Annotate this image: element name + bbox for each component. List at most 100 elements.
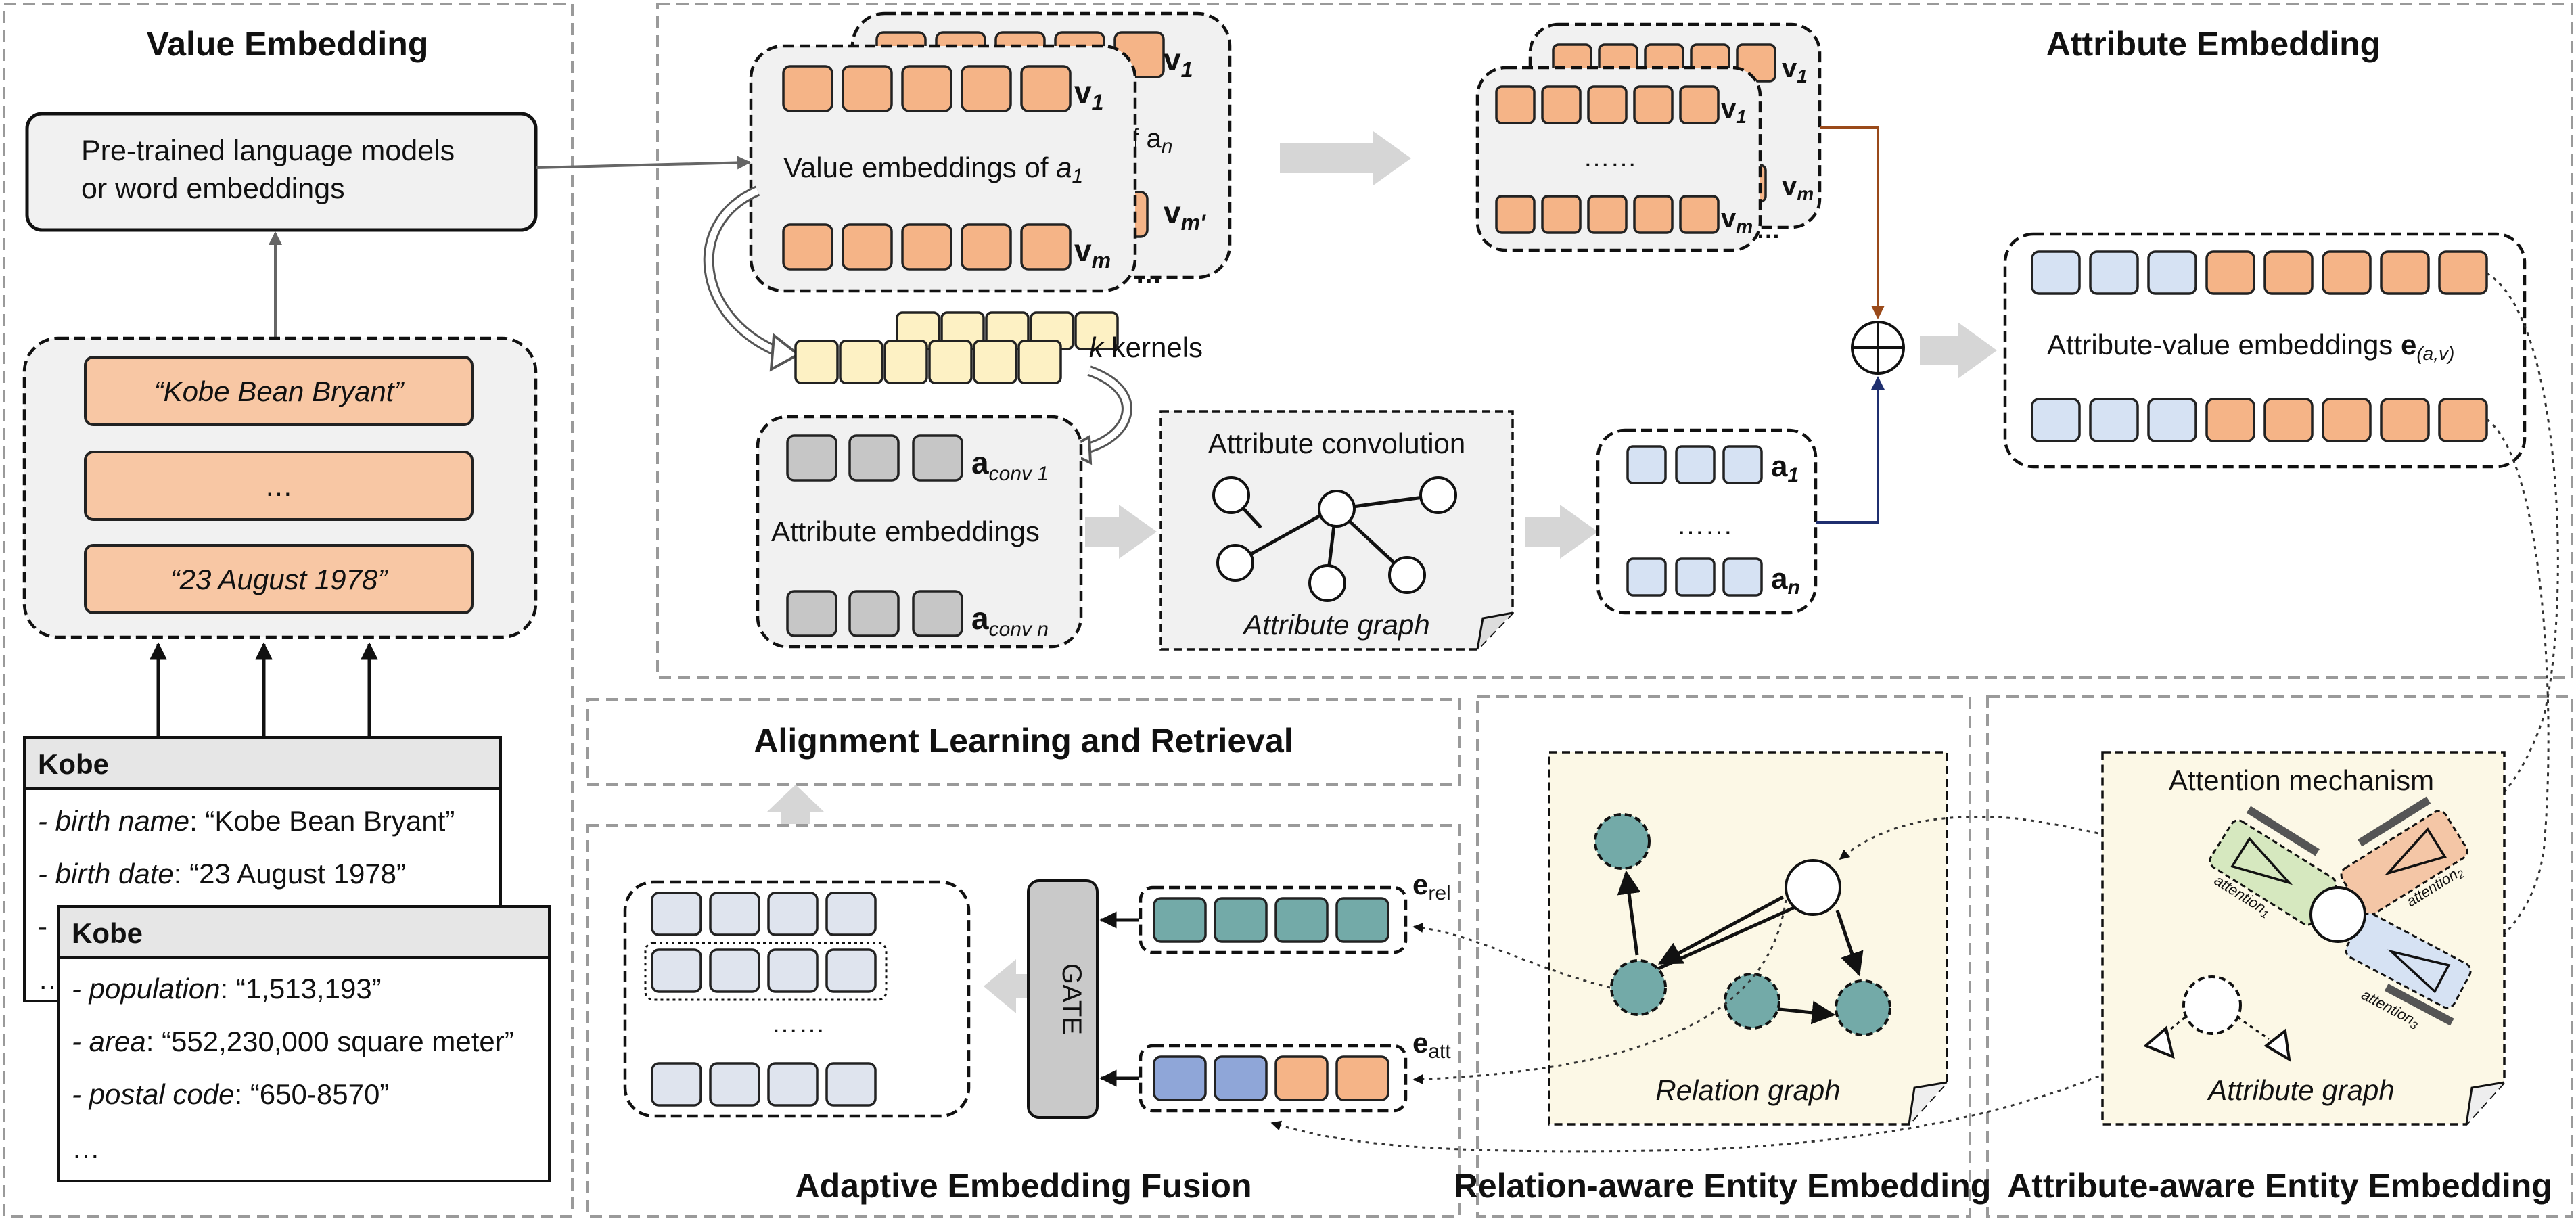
a-dots: …… <box>1676 509 1733 540</box>
stack-back-vm: vm <box>1782 171 1814 204</box>
eatt-label: eatt <box>1412 1027 1451 1063</box>
stack-front-vm: vm <box>1721 204 1753 237</box>
entity-card-2: Kobe - population: “1,513,193” - area: “… <box>57 905 551 1182</box>
value-emb-a1-row-1 <box>782 65 1072 112</box>
alignment-panel <box>586 698 1461 786</box>
fat-arrow-fusion-to-alignment <box>767 785 824 824</box>
attention-center-node <box>2309 886 2366 943</box>
sum-operator <box>1851 321 1905 375</box>
value-string-1: “Kobe Bean Bryant” <box>154 375 405 407</box>
attention-graph-box <box>2101 751 2506 1126</box>
fat-arrow-attr-to-conv <box>1085 505 1157 559</box>
value-string-2: … <box>264 470 293 502</box>
fused-row-1 <box>651 892 877 936</box>
stack-front-row-1 <box>1495 85 1720 124</box>
kernels-label: k kernels <box>1089 331 1203 363</box>
relation-to-eatt-dotted <box>1412 899 1787 1084</box>
attention-to-eatt-dotted <box>1270 946 2314 1153</box>
erel-squares <box>1153 897 1389 943</box>
value-string-bar-2 <box>84 451 474 521</box>
fused-row-3 <box>651 1062 877 1107</box>
relation-graph <box>1594 813 1891 1036</box>
a1-squares <box>1626 445 1763 484</box>
a1-label: a1 <box>1771 450 1799 486</box>
value-emb-an-ellipsis: … <box>1135 259 1162 289</box>
aconvn-squares <box>786 590 963 637</box>
relation-entity-title: Relation-aware Entity Embedding <box>1454 1167 1992 1205</box>
av-row-1 <box>2031 250 2488 295</box>
value-emb-a1-label: Value embeddings of a1 <box>783 152 1083 187</box>
alignment-title: Alignment Learning and Retrieval <box>754 722 1293 760</box>
aconv1-label: aconv 1 <box>971 445 1049 485</box>
entity-card-1-title: Kobe <box>38 748 109 780</box>
attribute-embedding-title: Attribute Embedding <box>2046 25 2380 63</box>
value-emb-a1-v1: v1 <box>1074 74 1103 114</box>
relation-graph-box <box>1548 751 1948 1126</box>
relation-entity-panel <box>1476 695 1971 1218</box>
entity-card-2-row-3: - postal code: “650-8570” <box>72 1078 389 1110</box>
value-emb-a1-row-m <box>782 223 1072 271</box>
an-label: an <box>1771 562 1800 599</box>
fat-arrow-gate-to-fused <box>984 959 1028 1013</box>
stack-front-v1: v1 <box>1721 94 1747 127</box>
av-label: Attribute-value embeddings e(a,v) <box>2047 329 2454 364</box>
entity-card-1-row-2: - birth date: “23 August 1978” <box>38 858 406 890</box>
attribute-leaf-1 <box>2143 1025 2175 1059</box>
attribute-emb-box <box>756 415 1083 649</box>
attribute-leaf-2 <box>2263 1028 2291 1062</box>
fused-row-2 <box>651 948 877 993</box>
an-squares <box>1626 557 1763 597</box>
value-string-3: “23 August 1978” <box>170 563 389 595</box>
erel-label: erel <box>1412 869 1451 904</box>
fused-row-highlight <box>644 942 888 1001</box>
stack-back-v1: v1 <box>1782 53 1808 87</box>
aconv1-squares <box>786 434 963 482</box>
attribute-emb-label: Attribute embeddings <box>771 515 1040 547</box>
av-to-attention-dotted-2 <box>2434 418 2550 976</box>
entity-card-2-row-1: - population: “1,513,193” <box>72 973 382 1005</box>
av-to-attention-dotted-1 <box>2427 272 2559 841</box>
attribute-entity-panel <box>1986 695 2573 1218</box>
value-embedding-title: Value Embedding <box>147 25 429 63</box>
value-emb-a1-vm: vm <box>1074 233 1111 273</box>
gate-label: GATE <box>1057 963 1086 1035</box>
entity-card-2-row-4: … <box>72 1132 100 1164</box>
fat-arrow-value-to-stack <box>1280 131 1411 185</box>
attribute-embedding-panel <box>656 3 2573 679</box>
plm-line2: or word embeddings <box>81 172 345 205</box>
eatt-squares <box>1153 1055 1389 1101</box>
attribute-to-sum-line <box>1816 376 1885 524</box>
value-embedding-panel <box>3 3 574 1218</box>
relation-graph-label: Relation graph <box>1655 1074 1840 1106</box>
attribute-conv-graph-label: Attribute graph <box>1241 609 1430 641</box>
aconvn-label: aconv n <box>971 601 1049 641</box>
attention-graph-label: Attribute graph <box>2206 1074 2395 1106</box>
attribute-conv-graph <box>1212 476 1457 602</box>
plm-line1: Pre-trained language models <box>81 135 455 167</box>
kernels <box>794 311 1119 384</box>
entity-card-1-row-3: - <box>38 910 47 942</box>
attribute-node <box>2182 975 2242 1035</box>
attribute-conv-label: Attribute convolution <box>1208 428 1466 459</box>
attribute-entity-title: Attribute-aware Entity Embedding <box>2007 1167 2552 1205</box>
value-to-sum-line <box>1820 126 1885 319</box>
plm-to-value-emb-arrow <box>535 156 751 170</box>
attention-mechanism-label: Attention mechanism <box>2169 764 2434 796</box>
fat-arrow-sum-to-av <box>1920 322 1997 379</box>
value-emb-an-vmp: vm′ <box>1164 195 1206 235</box>
value-emb-an-v1: v1 <box>1164 42 1193 82</box>
stack-front-row-m <box>1495 195 1720 234</box>
av-row-2 <box>2031 398 2488 442</box>
value-string-bar-3 <box>84 544 474 614</box>
stack-front-dots: …… <box>1583 143 1637 172</box>
plm-box <box>25 112 538 232</box>
entity-card-2-row-2: - area: “552,230,000 square meter” <box>72 1025 514 1057</box>
gate-block <box>1027 879 1099 1119</box>
fusion-title: Adaptive Embedding Fusion <box>795 1167 1251 1205</box>
entity-card-2-title: Kobe <box>72 917 143 949</box>
fused-dots: …… <box>771 1009 825 1038</box>
fusion-panel <box>586 824 1461 1218</box>
entity-card-1-row-1: - birth name: “Kobe Bean Bryant” <box>38 805 455 837</box>
fat-arrow-conv-to-a <box>1525 505 1598 559</box>
